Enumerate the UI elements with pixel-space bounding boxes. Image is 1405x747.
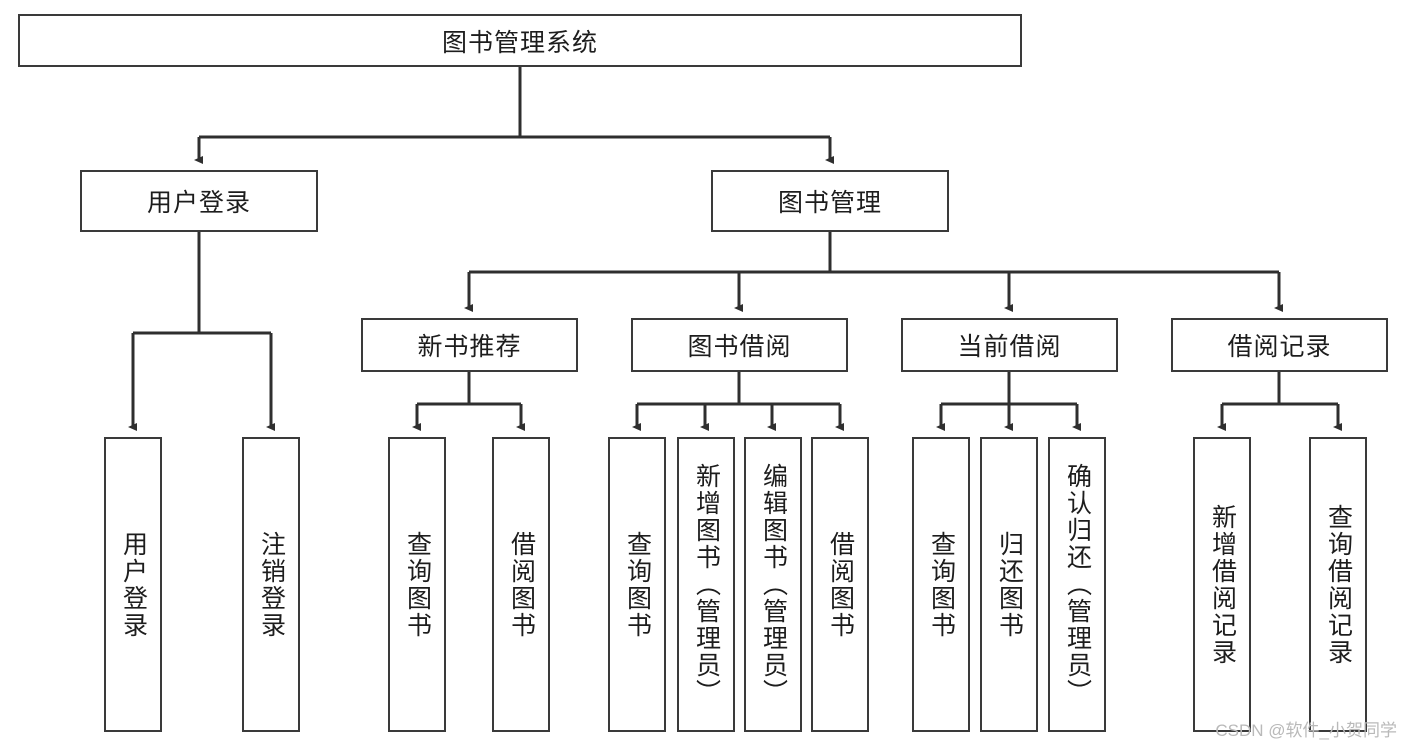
node-label: 借阅图书 [507, 530, 536, 639]
node-label: 注销登录 [257, 530, 286, 639]
node-label: 查询图书 [623, 530, 652, 639]
leaf-borrow-book[interactable]: 借阅图书 [811, 437, 869, 732]
node-label: 编辑图书（管理员） [759, 463, 788, 706]
node-new-book-recommendation[interactable]: 新书推荐 [361, 318, 578, 372]
node-label: 图书管理 [777, 189, 882, 217]
node-label: 新增借阅记录 [1208, 503, 1237, 666]
node-label: 查询图书 [403, 530, 432, 639]
leaf-logout[interactable]: 注销登录 [242, 437, 300, 732]
leaf-user-login[interactable]: 用户登录 [104, 437, 162, 732]
node-current-borrowing[interactable]: 当前借阅 [901, 318, 1118, 372]
node-label: 查询图书 [927, 530, 956, 639]
node-root-book-management-system[interactable]: 图书管理系统 [18, 14, 1022, 67]
watermark-text: CSDN @软件_小贺同学 [1215, 721, 1397, 740]
node-label: 确认归还（管理员） [1063, 463, 1092, 706]
leaf-query-book-current[interactable]: 查询图书 [912, 437, 970, 732]
node-label: 新书推荐 [417, 333, 522, 361]
node-borrow-records[interactable]: 借阅记录 [1171, 318, 1388, 372]
leaf-query-book-borrowing[interactable]: 查询图书 [608, 437, 666, 732]
leaf-query-borrow-record[interactable]: 查询借阅记录 [1309, 437, 1367, 732]
node-label: 当前借阅 [957, 333, 1062, 361]
node-label: 查询借阅记录 [1324, 503, 1353, 666]
node-label: 借阅记录 [1227, 333, 1332, 361]
node-book-borrowing[interactable]: 图书借阅 [631, 318, 848, 372]
leaf-return-book[interactable]: 归还图书 [980, 437, 1038, 732]
node-label: 用户登录 [146, 189, 251, 217]
node-label: 新增图书（管理员） [692, 463, 721, 706]
leaf-add-book-admin[interactable]: 新增图书（管理员） [677, 437, 735, 732]
node-label: 借阅图书 [826, 530, 855, 639]
node-book-management[interactable]: 图书管理 [711, 170, 949, 232]
leaf-query-book-recommendation[interactable]: 查询图书 [388, 437, 446, 732]
leaf-edit-book-admin[interactable]: 编辑图书（管理员） [744, 437, 802, 732]
leaf-borrow-book-recommendation[interactable]: 借阅图书 [492, 437, 550, 732]
node-user-login[interactable]: 用户登录 [80, 170, 318, 232]
node-label: 用户登录 [119, 530, 148, 639]
leaf-add-borrow-record[interactable]: 新增借阅记录 [1193, 437, 1251, 732]
node-label: 图书借阅 [687, 333, 792, 361]
node-label: 归还图书 [995, 530, 1024, 639]
leaf-confirm-return-admin[interactable]: 确认归还（管理员） [1048, 437, 1106, 732]
node-label: 图书管理系统 [441, 28, 598, 57]
